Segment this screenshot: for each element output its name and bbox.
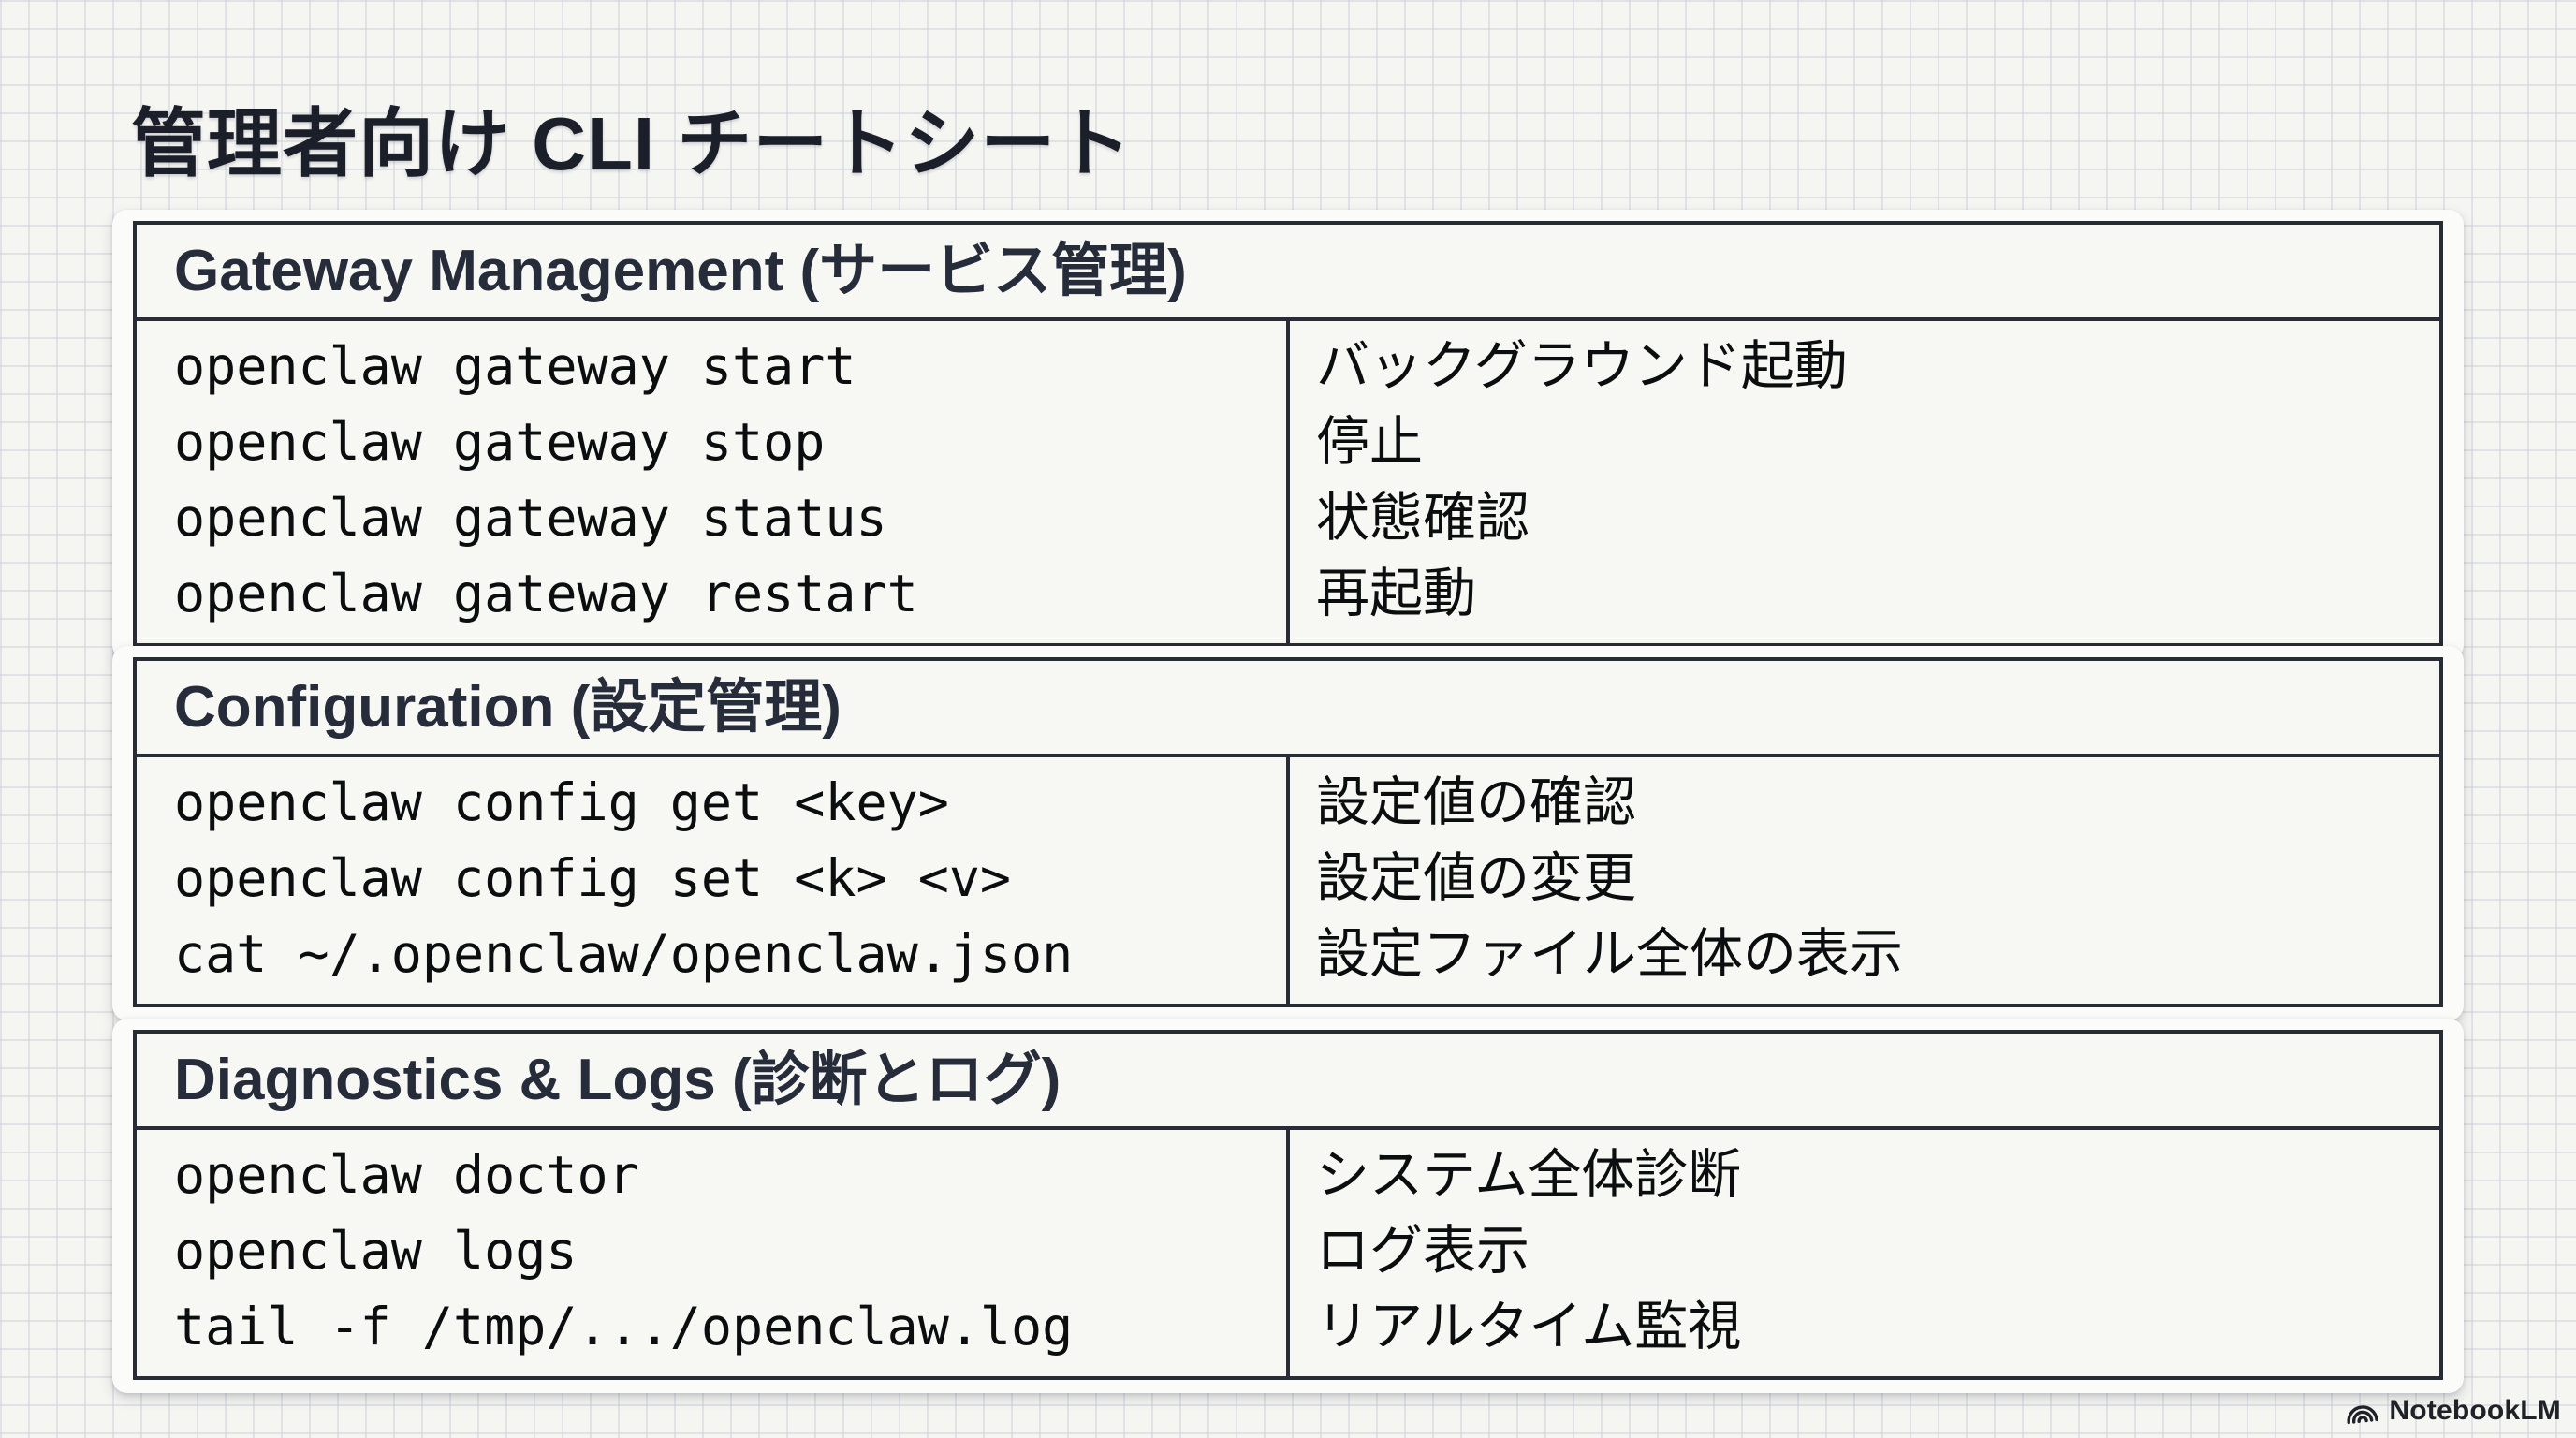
notebooklm-logo-icon: [2343, 1396, 2380, 1426]
table-card-diagnostics-logs: Diagnostics & Logs (診断とログ) openclaw doct…: [112, 1019, 2464, 1393]
command-cell: openclaw config get <key>: [174, 772, 949, 832]
configuration-header: Configuration (設定管理): [135, 659, 2441, 757]
command-cell: openclaw gateway start: [174, 336, 856, 396]
gateway-management-table: Gateway Management (サービス管理) openclaw gat…: [133, 221, 2443, 647]
table-row: openclaw doctor システム全体診断: [135, 1128, 2441, 1213]
table-row: openclaw gateway restart 再起動: [135, 556, 2441, 645]
command-cell: openclaw config set <k> <v>: [174, 848, 1012, 908]
table-row: openclaw config set <k> <v> 設定値の変更: [135, 841, 2441, 917]
description-cell: 設定ファイル全体の表示: [1286, 917, 2441, 1005]
command-cell: tail -f /tmp/.../openclaw.log: [174, 1297, 1074, 1357]
description-cell: バックグラウンド起動: [1286, 319, 2441, 404]
table-row: openclaw gateway stop 停止: [135, 404, 2441, 480]
notebooklm-brand-text: NotebookLM: [2389, 1395, 2561, 1426]
command-cell: openclaw gateway status: [174, 488, 887, 548]
description-cell: 再起動: [1286, 556, 2441, 645]
table-row: openclaw gateway status 状態確認: [135, 480, 2441, 556]
command-cell: cat ~/.openclaw/openclaw.json: [174, 924, 1074, 984]
description-cell: 設定値の変更: [1286, 841, 2441, 917]
table-card-gateway-management: Gateway Management (サービス管理) openclaw gat…: [112, 210, 2464, 660]
description-cell: システム全体診断: [1286, 1128, 2441, 1213]
table-card-configuration: Configuration (設定管理) openclaw config get…: [112, 646, 2464, 1020]
table-row: openclaw config get <key> 設定値の確認: [135, 756, 2441, 841]
gateway-management-header: Gateway Management (サービス管理): [135, 223, 2441, 321]
command-cell: openclaw gateway stop: [174, 412, 826, 472]
description-cell: ログ表示: [1286, 1213, 2441, 1289]
description-cell: 停止: [1286, 404, 2441, 480]
notebooklm-badge: NotebookLM: [2343, 1395, 2561, 1427]
description-cell: 状態確認: [1286, 480, 2441, 556]
table-row: openclaw logs ログ表示: [135, 1213, 2441, 1289]
command-cell: openclaw logs: [174, 1221, 578, 1281]
page-title: 管理者向け CLI チートシート: [131, 101, 1133, 185]
diagnostics-logs-header: Diagnostics & Logs (診断とログ): [135, 1032, 2441, 1130]
command-cell: openclaw doctor: [174, 1145, 639, 1205]
command-cell: openclaw gateway restart: [174, 564, 918, 624]
diagnostics-logs-table: Diagnostics & Logs (診断とログ) openclaw doct…: [133, 1030, 2443, 1380]
table-row: openclaw gateway start バックグラウンド起動: [135, 319, 2441, 404]
table-row: cat ~/.openclaw/openclaw.json 設定ファイル全体の表…: [135, 917, 2441, 1005]
description-cell: 設定値の確認: [1286, 756, 2441, 841]
table-row: tail -f /tmp/.../openclaw.log リアルタイム監視: [135, 1289, 2441, 1378]
description-cell: リアルタイム監視: [1286, 1289, 2441, 1378]
configuration-table: Configuration (設定管理) openclaw config get…: [133, 657, 2443, 1007]
